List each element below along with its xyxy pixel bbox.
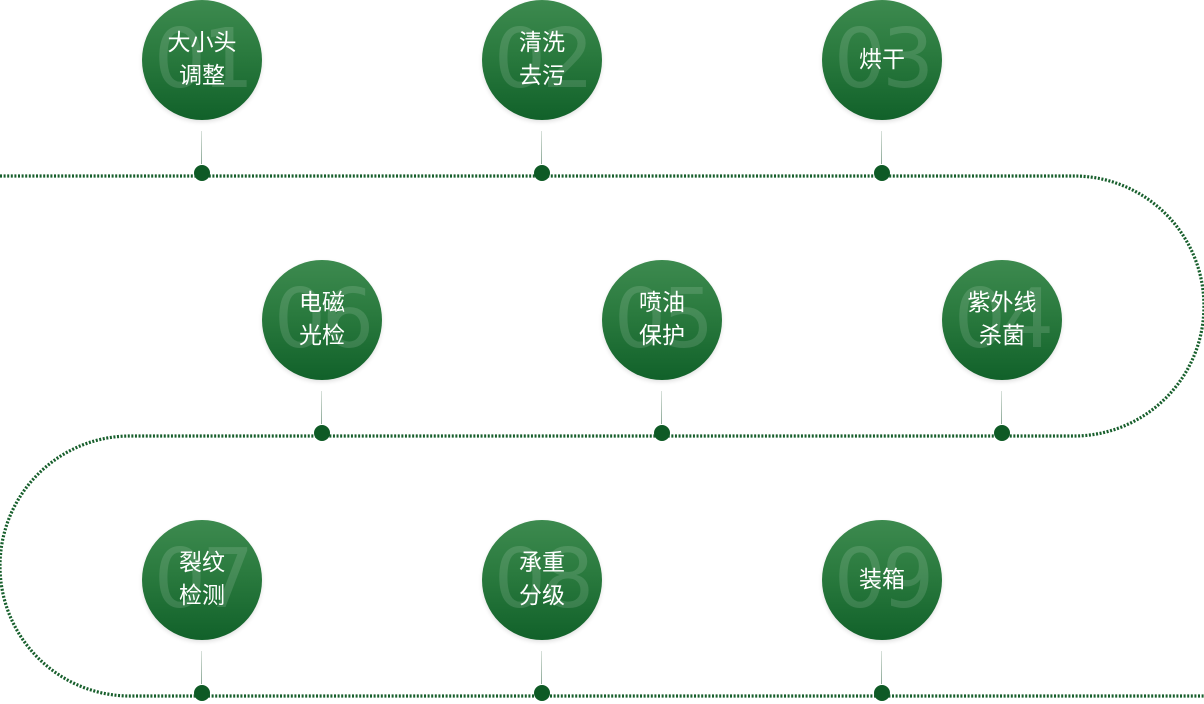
step-01: 01 大小头 调整 [142, 0, 262, 181]
step-number: 07 [153, 532, 254, 627]
step-label-line2: 光检 [299, 323, 345, 349]
step-node-dot [874, 165, 890, 181]
step-circle: 01 大小头 调整 [142, 0, 262, 120]
step-label-line1: 紫外线 [967, 290, 1037, 316]
step-label-line1: 装箱 [859, 566, 905, 593]
step-label-line1: 承重 [519, 550, 565, 576]
step-node-dot [874, 685, 890, 701]
step-label-line2: 去污 [519, 63, 565, 89]
step-connector-stem [321, 391, 322, 424]
step-circle: 04 紫外线 杀菌 [942, 260, 1062, 380]
step-circle: 03 烘干 [822, 0, 942, 120]
step-label-line2: 分级 [519, 583, 565, 609]
step-connector-stem [881, 651, 882, 684]
step-label-line2: 杀菌 [979, 323, 1025, 349]
step-circle: 07 裂纹 检测 [142, 520, 262, 640]
step-label-line1: 电磁 [299, 290, 345, 316]
step-label-line1: 清洗 [519, 30, 565, 56]
step-number: 01 [153, 12, 254, 107]
step-circle: 09 装箱 [822, 520, 942, 640]
step-04: 04 紫外线 杀菌 [942, 260, 1062, 441]
step-label: 承重 分级 [482, 520, 602, 640]
step-08: 08 承重 分级 [482, 520, 602, 701]
step-connector-stem [201, 651, 202, 684]
step-label-line1: 大小头 [167, 30, 237, 56]
step-number: 02 [493, 12, 594, 107]
step-connector-stem [541, 131, 542, 164]
step-connector-stem [541, 651, 542, 684]
step-circle: 02 清洗 去污 [482, 0, 602, 120]
step-label-line2: 调整 [179, 63, 225, 89]
step-number: 08 [493, 532, 594, 627]
step-09: 09 装箱 [822, 520, 942, 701]
step-number: 09 [833, 532, 934, 627]
step-05: 05 喷油 保护 [602, 260, 722, 441]
step-label: 清洗 去污 [482, 0, 602, 120]
step-label: 大小头 调整 [142, 0, 262, 120]
step-number: 03 [833, 12, 934, 107]
step-label-line1: 喷油 [639, 290, 685, 316]
step-circle: 08 承重 分级 [482, 520, 602, 640]
step-number: 05 [613, 272, 714, 367]
step-label-line1: 裂纹 [179, 550, 225, 576]
step-label: 烘干 [822, 0, 942, 120]
step-circle: 05 喷油 保护 [602, 260, 722, 380]
step-06: 06 电磁 光检 [262, 260, 382, 441]
step-label: 裂纹 检测 [142, 520, 262, 640]
step-label-line1: 烘干 [859, 46, 905, 73]
step-02: 02 清洗 去污 [482, 0, 602, 181]
step-number: 06 [273, 272, 374, 367]
step-label-line2: 检测 [179, 583, 225, 609]
step-node-dot [314, 425, 330, 441]
step-label: 紫外线 杀菌 [942, 260, 1062, 380]
step-node-dot [994, 425, 1010, 441]
step-node-dot [194, 685, 210, 701]
step-07: 07 裂纹 检测 [142, 520, 262, 701]
step-label: 装箱 [822, 520, 942, 640]
step-number: 04 [953, 272, 1054, 367]
step-node-dot [534, 165, 550, 181]
step-label-line2: 保护 [639, 323, 685, 349]
step-connector-stem [201, 131, 202, 164]
step-03: 03 烘干 [822, 0, 942, 181]
step-connector-stem [881, 131, 882, 164]
step-label: 电磁 光检 [262, 260, 382, 380]
step-connector-stem [661, 391, 662, 424]
step-connector-stem [1001, 391, 1002, 424]
step-node-dot [534, 685, 550, 701]
step-node-dot [194, 165, 210, 181]
step-circle: 06 电磁 光检 [262, 260, 382, 380]
step-label: 喷油 保护 [602, 260, 722, 380]
step-node-dot [654, 425, 670, 441]
